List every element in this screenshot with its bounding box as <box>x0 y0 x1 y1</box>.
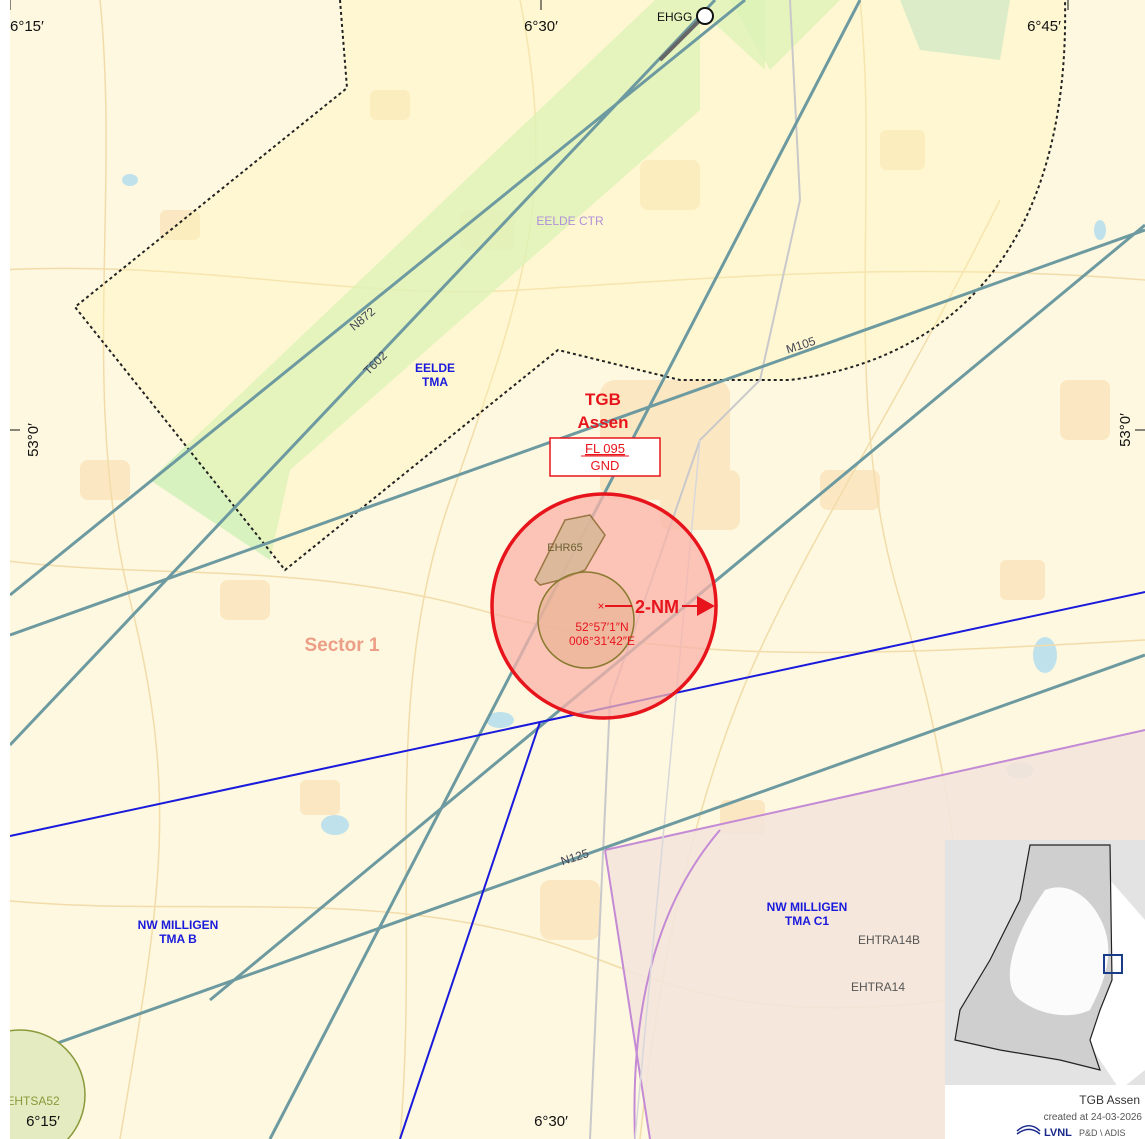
inset-created: created at 24-03-2026 <box>1044 1112 1143 1123</box>
airport-icon <box>696 7 714 25</box>
ehtra14-label: EHTRA14 <box>851 980 905 994</box>
lvnl-logo-icon <box>1016 1125 1041 1135</box>
milligen-c1-label-line1: NW MILLIGEN <box>767 900 848 914</box>
eelde-ctr-label: EELDE CTR <box>536 214 604 228</box>
tgb-name-line2: Assen <box>577 413 628 432</box>
eelde-ctr-north-area <box>730 0 840 70</box>
ehtsa52-label: EHTSA52 <box>6 1094 60 1108</box>
inset-org: LVNL <box>1044 1127 1072 1139</box>
milligen-c1-label-line2: TMA C1 <box>785 914 830 928</box>
coord-top-mid: 6°30′ <box>524 18 558 35</box>
milligen-b-label-line1: NW MILLIGEN <box>138 918 219 932</box>
ehgg-airport[interactable]: EHGG <box>657 7 714 62</box>
coord-left-lat: 53°0′ <box>25 423 42 457</box>
sector-label: Sector 1 <box>305 635 380 656</box>
ehr65-label: EHR65 <box>547 542 582 554</box>
coord-top-left: 6°15′ <box>10 18 44 35</box>
wooded-area <box>900 0 1010 60</box>
eelde-tma-label-line1: EELDE <box>415 361 455 375</box>
ehtra14-boundary <box>604 729 1145 851</box>
railway-line <box>589 0 802 1139</box>
center-cross-icon: × <box>597 599 604 613</box>
map-frame-left <box>0 0 10 1139</box>
tgb-longitude: 006°31′42″E <box>569 634 635 648</box>
coord-bottom-mid: 6°30′ <box>534 1113 568 1130</box>
milligen-b-label-line2: TMA B <box>159 932 197 946</box>
radius-label: 2-NM <box>635 597 679 617</box>
ehtsa52-area[interactable] <box>0 1029 86 1139</box>
ehr65-area[interactable] <box>534 514 606 586</box>
eelde-tma-label-line2: TMA <box>422 375 448 389</box>
radius-arrow-icon <box>697 596 715 616</box>
inset-map[interactable]: TGB Assen created at 24-03-2026 LVNL P&D… <box>945 840 1145 1139</box>
coord-top-right: 6°45′ <box>1027 18 1061 35</box>
ehtra14b-label: EHTRA14B <box>858 933 920 947</box>
inset-netherlands <box>1009 887 1109 1016</box>
ehtra14-west-boundary <box>604 849 651 1139</box>
tgb-latitude: 52°57′1″N <box>575 620 628 634</box>
airport-code: EHGG <box>657 10 692 24</box>
inset-caption-box <box>945 1085 1145 1139</box>
aerodrome-circle <box>537 571 635 669</box>
coord-bottom-left: 6°15′ <box>26 1113 60 1130</box>
tgb-name-line1: TGB <box>585 390 621 409</box>
tgb-upper-limit: FL 095 <box>585 441 625 456</box>
eelde-ctr-area[interactable] <box>150 0 765 560</box>
eelde-tma-boundary[interactable] <box>73 0 1067 572</box>
ehtra14b-boundary <box>633 829 721 1139</box>
coord-right-lat: 53°0′ <box>1117 413 1134 447</box>
tgb-limits-box[interactable] <box>549 437 661 477</box>
inset-title: TGB Assen <box>1079 1093 1140 1107</box>
tgb-lower-limit: GND <box>591 458 620 473</box>
inset-location-marker <box>1103 954 1123 974</box>
inset-dept: P&D \ ADIS <box>1079 1128 1126 1138</box>
